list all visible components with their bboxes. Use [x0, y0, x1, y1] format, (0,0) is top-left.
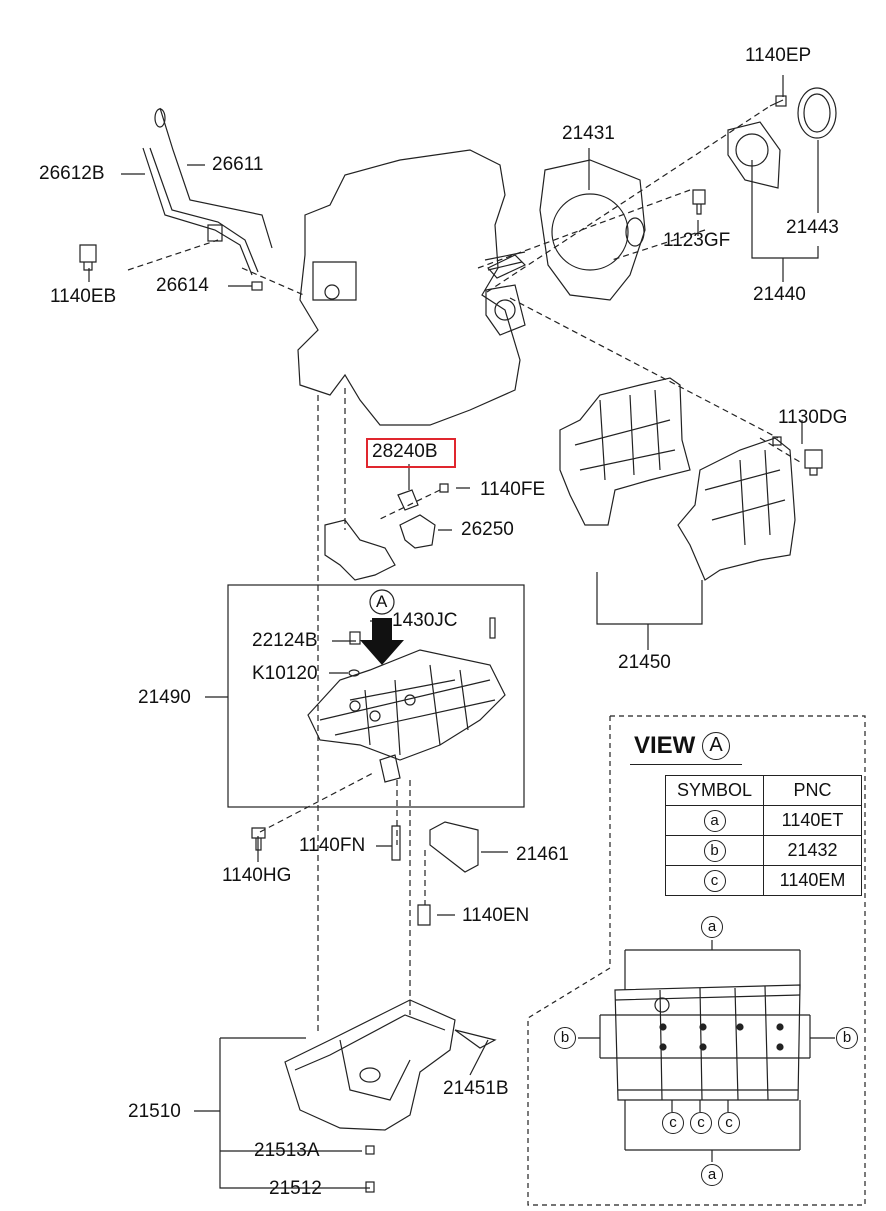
callout-26612B: 26612B — [39, 163, 105, 184]
symbol-a: a — [703, 810, 726, 832]
marker-c-2: c — [690, 1112, 712, 1134]
marker-c-3: c — [718, 1112, 740, 1134]
lower-cover-left — [559, 377, 691, 526]
symbol-table: SYMBOL PNC a 1140ET b 21432 c 1140EM — [665, 775, 862, 896]
highlight-box-28240B — [366, 438, 456, 468]
marker-b-right: b — [836, 1027, 858, 1049]
callout-26250: 26250 — [461, 519, 514, 540]
callout-1140EP: 1140EP — [745, 45, 812, 66]
marker-a-bottom: a — [701, 1164, 723, 1186]
baffle — [429, 821, 479, 873]
callout-1140EB: 1140EB — [50, 286, 117, 307]
view-title-underline — [630, 764, 742, 765]
table-row: a 1140ET — [665, 805, 862, 836]
table-header-row: SYMBOL PNC — [665, 775, 862, 806]
ladder-frame — [307, 649, 506, 761]
pnc-b: 21432 — [763, 835, 862, 866]
callout-21513A: 21513A — [254, 1140, 320, 1161]
view-a-title: VIEW A — [634, 732, 731, 760]
seal-housing — [727, 121, 781, 189]
callout-21443: 21443 — [786, 217, 839, 238]
callout-26614: 26614 — [156, 275, 209, 296]
callout-A-label: A — [376, 592, 388, 611]
oil-pan — [284, 999, 456, 1131]
marker-b-left: b — [554, 1027, 576, 1049]
table-row: b 21432 — [665, 835, 862, 866]
pnc-a: 1140ET — [763, 805, 862, 836]
callout-26611: 26611 — [212, 154, 264, 175]
view-a-box — [527, 715, 866, 1206]
callout-21510: 21510 — [128, 1101, 181, 1122]
leader-lines — [88, 75, 819, 1189]
symbol-b: b — [703, 840, 726, 862]
dashed-alignment-lines — [127, 105, 801, 1035]
header-pnc: PNC — [763, 775, 862, 806]
dipstick-tube — [142, 147, 259, 276]
engine-block-outline — [297, 149, 521, 426]
oil-seal — [797, 87, 837, 139]
view-title-text: VIEW — [634, 732, 696, 759]
callout-1140FN: 1140FN — [299, 835, 366, 856]
callout-1140EN: 1140EN — [462, 905, 530, 926]
callout-21440: 21440 — [753, 284, 806, 305]
callout-21512: 21512 — [269, 1178, 322, 1199]
ladder-frame-box — [227, 584, 525, 808]
header-symbol: SYMBOL — [665, 775, 764, 806]
dipstick — [159, 107, 273, 249]
callout-1123GF: 1123GF — [663, 230, 731, 251]
marker-c-1: c — [662, 1112, 684, 1134]
rear-plate — [539, 159, 646, 301]
callout-1140FE: 1140FE — [480, 479, 546, 500]
view-a-marker — [369, 589, 395, 615]
lower-cover-right — [677, 437, 796, 581]
callout-21451B: 21451B — [443, 1078, 509, 1099]
callout-21450: 21450 — [618, 652, 671, 673]
callout-21490: 21490 — [138, 687, 191, 708]
oil-pickup — [399, 514, 436, 549]
pnc-c: 1140EM — [763, 865, 862, 896]
oil-pump-bracket — [324, 519, 396, 581]
view-title-circle: A — [702, 732, 731, 760]
callout-22124B: 22124B — [252, 630, 318, 651]
callout-28240B: 28240B — [372, 441, 438, 462]
callout-1140HG: 1140HG — [222, 865, 292, 886]
callout-21461: 21461 — [516, 844, 569, 865]
direction-arrow — [360, 618, 404, 665]
callout-1130DG: 1130DG — [778, 407, 848, 428]
marker-a-top: a — [701, 916, 723, 938]
callout-21431: 21431 — [562, 123, 615, 144]
symbol-c: c — [703, 870, 726, 892]
callout-1430JC: 1430JC — [392, 610, 458, 631]
table-row: c 1140EM — [665, 865, 862, 896]
view-a-frame — [614, 984, 801, 1101]
callout-K10120: K10120 — [252, 663, 318, 684]
